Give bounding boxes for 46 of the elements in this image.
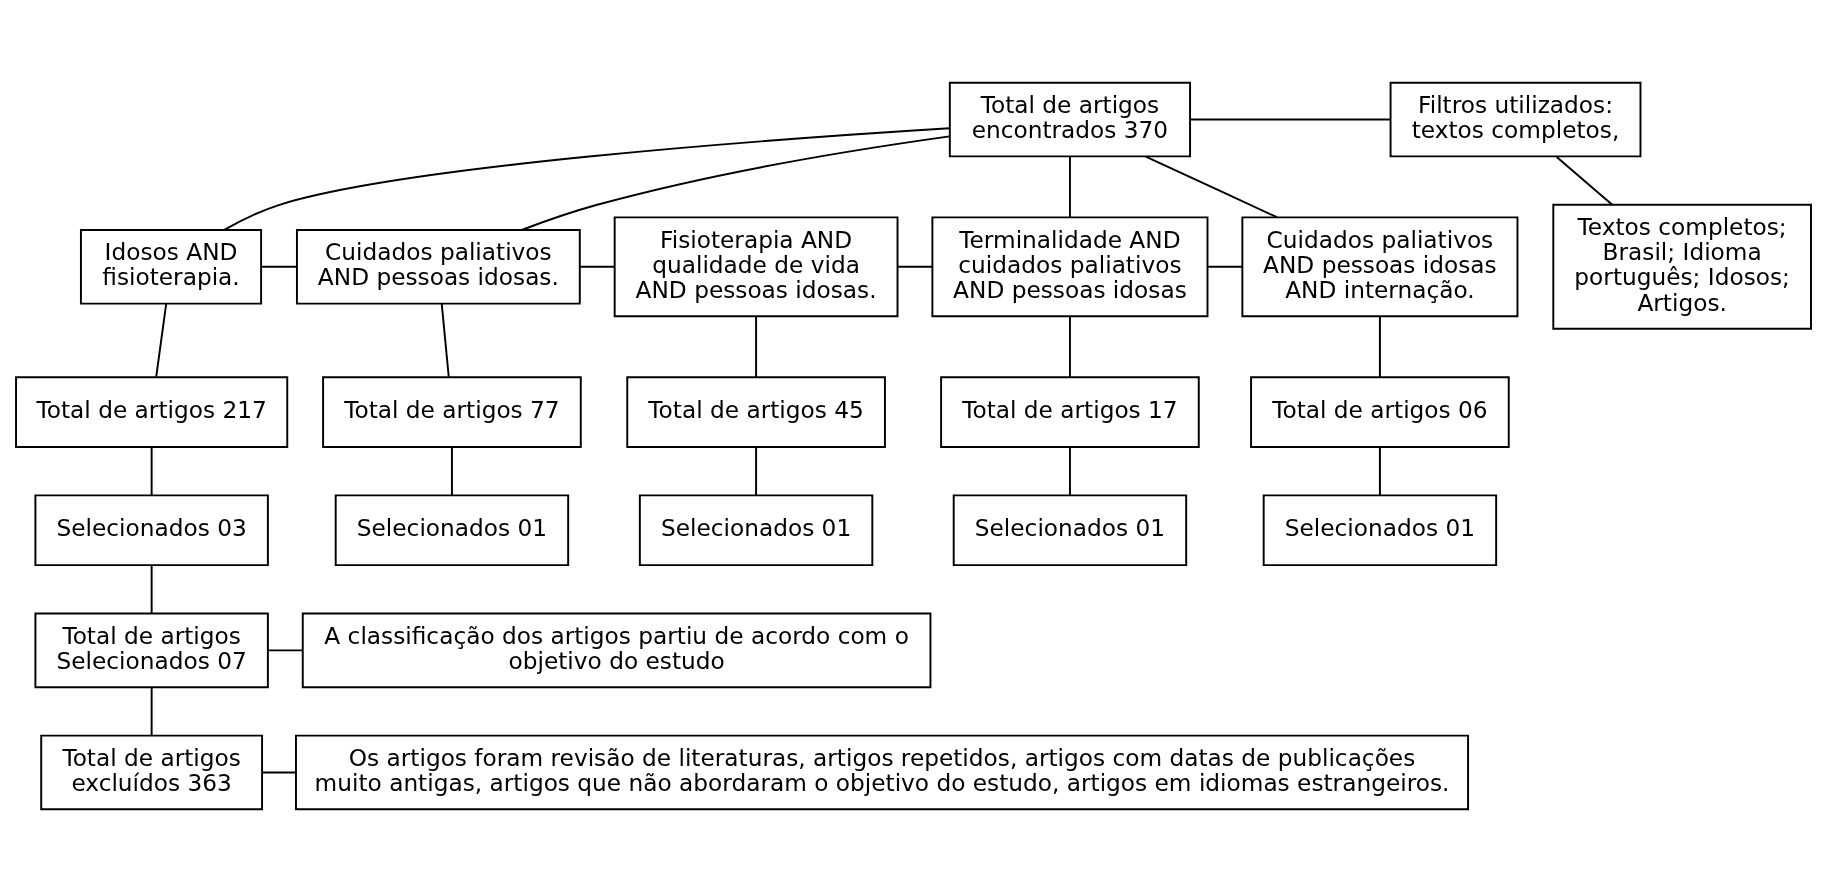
connector (1068, 155, 1071, 218)
node-box: Total de artigos Selecionados 07 (34, 612, 269, 688)
node-box: Selecionados 03 (34, 493, 269, 566)
node-box: Cuidados paliativos AND pessoas idosas AND internação. (1241, 215, 1519, 317)
connector (1207, 265, 1244, 268)
connector (450, 445, 453, 496)
connector (896, 265, 933, 268)
node-box: Fisioterapia AND qualidade de vida AND pessoas idosas. (613, 215, 899, 317)
connector (150, 686, 153, 736)
node-box: Selecionados 01 (952, 493, 1188, 566)
node-box: A classificação dos artigos partiu de acordo com o objetivo do estudo (301, 612, 932, 688)
node-box: Total de artigos 45 (626, 375, 886, 448)
connector (755, 315, 758, 378)
connector (155, 302, 168, 378)
connector (260, 265, 298, 268)
connector (1378, 445, 1381, 496)
node-box: Selecionados 01 (638, 493, 874, 566)
connector (578, 265, 616, 268)
node-box: Filtros utilizados: textos completos, (1389, 81, 1642, 157)
node-box: Total de artigos 06 (1250, 375, 1510, 448)
node-box: Cuidados paliativos AND pessoas idosas. (295, 228, 581, 305)
connector (261, 770, 297, 773)
node-box: Total de artigos excluídos 363 (40, 734, 264, 810)
connector (223, 126, 951, 231)
node-box: Os artigos foram revisão de literaturas, artigos repetidos, artigos com datas de publicações muito antigas, artigos que não abordaram o objetivo do estudo, artigos em idiomas estrangeiros. (295, 734, 1470, 810)
connector (150, 563, 153, 614)
connector (1555, 155, 1614, 206)
node-box: Total de artigos encontrados 370 (948, 81, 1191, 157)
connector (521, 134, 951, 231)
connector (1144, 155, 1278, 218)
node-box: Idosos AND fisioterapia. (79, 228, 263, 305)
connector (440, 302, 450, 378)
node-box: Terminalidade AND cuidados paliativos AND pessoas idosas (931, 215, 1209, 317)
node-box: Total de artigos 77 (322, 375, 582, 448)
node-box: Textos completos; Brasil; Idioma português; Idosos; Artigos. (1552, 203, 1812, 330)
connector (1378, 315, 1381, 378)
connector (1189, 118, 1391, 121)
node-box: Total de artigos 17 (940, 375, 1200, 448)
node-box: Selecionados 01 (1262, 493, 1498, 566)
connector (150, 445, 153, 496)
connector (1068, 445, 1071, 496)
connector (266, 648, 304, 651)
node-box: Total de artigos 217 (15, 375, 289, 448)
connector (755, 445, 758, 496)
connector (1068, 315, 1071, 378)
node-box: Selecionados 01 (334, 493, 570, 566)
